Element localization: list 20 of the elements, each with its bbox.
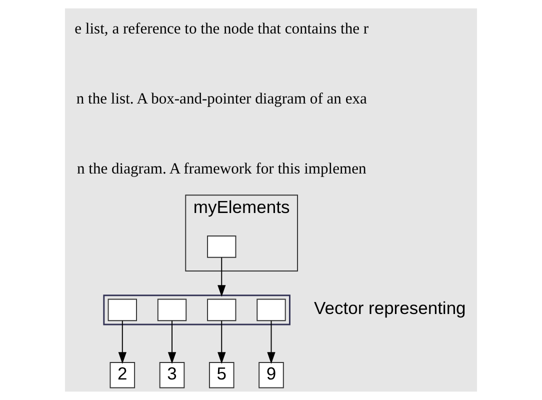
arrow [118,320,126,364]
label: n the list. A box-and-pointer diagram of an exa [76,90,367,108]
arrow [267,320,276,364]
node-box [108,298,137,322]
label: n the diagram. A framework for this implemen [76,160,366,178]
node-box [256,298,286,322]
cluster [103,294,290,326]
node-box [157,298,187,322]
node-box: 2 [110,362,136,388]
arrow [218,320,226,364]
cluster: myElements [185,194,298,272]
arrow [168,320,176,364]
node-box: 9 [258,362,284,388]
node-box [207,298,236,322]
label: e list, a reference to the node that contains the r [74,20,369,38]
node-box [207,236,236,258]
arrow [218,257,226,297]
node-box: 3 [159,362,185,388]
node-box: 5 [208,362,234,388]
node-label: Vector representing [314,298,466,318]
